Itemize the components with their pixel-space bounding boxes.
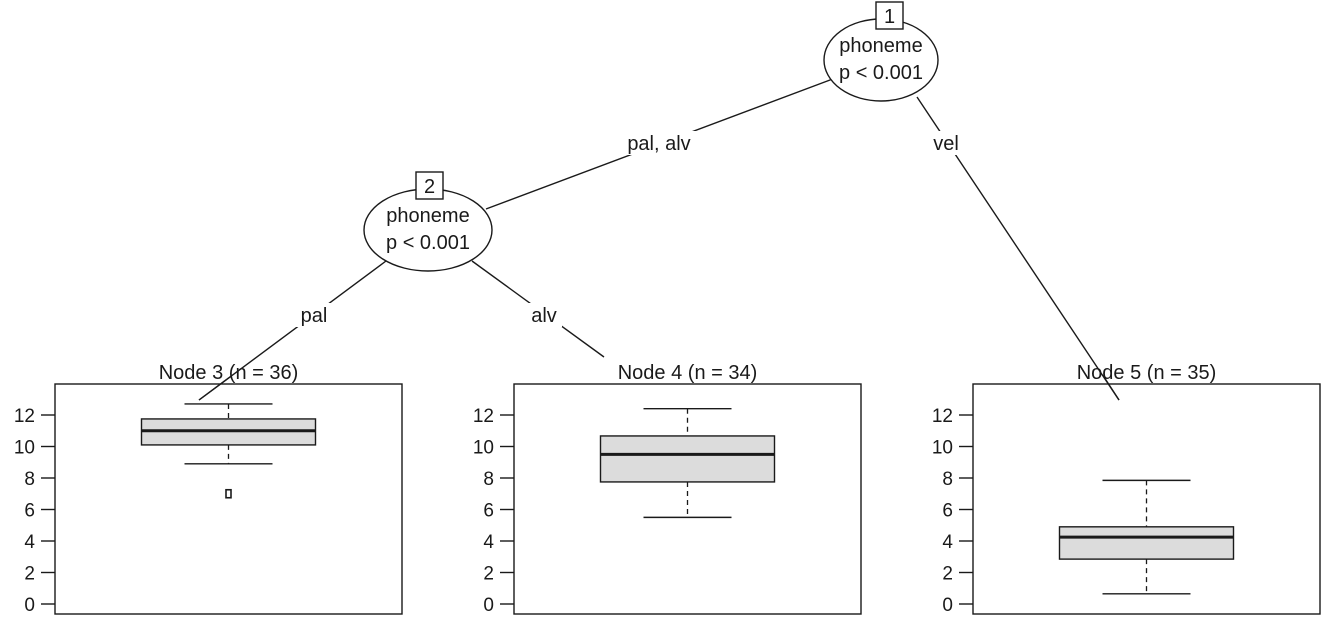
edge-label-pal: pal (301, 305, 328, 327)
y-tick-label: 10 (473, 438, 494, 459)
edge-label-vel: vel (933, 133, 959, 155)
y-tick-label: 4 (24, 532, 35, 553)
y-tick-label: 8 (942, 469, 953, 490)
terminal-node-3: Node 3 (n = 36) 0 2 4 6 8 10 12 (14, 362, 403, 616)
y-tick-label: 2 (24, 564, 35, 585)
panel-frame (513, 383, 862, 615)
node-1-pvalue: p < 0.001 (839, 62, 923, 84)
node-4-title: Node 4 (n = 34) (618, 362, 758, 384)
edge-labels: pal, alv vel pal alv (296, 131, 964, 327)
edge-label-pal-alv: pal, alv (627, 133, 690, 155)
panel-frame (54, 383, 403, 615)
panel-frame (972, 383, 1321, 615)
terminal-panels: Node 3 (n = 36) 0 2 4 6 8 10 12 Node 4 (n = 34) 0… (14, 362, 1321, 616)
y-tick-label: 4 (483, 532, 494, 553)
y-tick-label: 0 (483, 595, 494, 616)
y-tick-label: 10 (14, 438, 35, 459)
y-tick-label: 4 (942, 532, 953, 553)
edge-2-3-end (198, 376, 231, 401)
node-5-title: Node 5 (n = 35) (1077, 362, 1217, 384)
y-tick-label: 6 (483, 501, 494, 522)
y-tick-label: 10 (932, 438, 953, 459)
node-id-box-1 (875, 1, 904, 30)
terminal-node-5: Node 5 (n = 35) 0 2 4 6 8 10 12 (932, 362, 1321, 616)
node-id-box-2 (415, 171, 444, 200)
y-tick-label: 0 (24, 595, 35, 616)
node-2-pvalue: p < 0.001 (386, 232, 470, 254)
node-id-2: 2 (424, 176, 435, 198)
y-tick-label: 8 (483, 469, 494, 490)
y-tick-label: 2 (942, 564, 953, 585)
edge-label-alv: alv (531, 305, 557, 327)
iqr-box (599, 435, 776, 483)
y-tick-label: 2 (483, 564, 494, 585)
terminal-node-4: Node 4 (n = 34) 0 2 4 6 8 10 12 (473, 362, 862, 616)
edge-1-5-end (1103, 376, 1120, 401)
y-tick-label: 6 (942, 501, 953, 522)
edge-2-3 (198, 260, 387, 401)
y-tick-label: 6 (24, 501, 35, 522)
y-tick-label: 12 (932, 406, 953, 427)
y-tick-label: 12 (473, 406, 494, 427)
inner-node-1: 1 phoneme p < 0.001 (823, 1, 939, 102)
outlier-point (225, 488, 232, 499)
tree-edges (198, 76, 1120, 401)
node-1-variable: phoneme (839, 35, 922, 57)
node-id-1: 1 (884, 6, 895, 28)
node-3-title: Node 3 (n = 36) (159, 362, 299, 384)
inner-node-2: 2 phoneme p < 0.001 (363, 171, 493, 272)
y-tick-label: 8 (24, 469, 35, 490)
y-tick-label: 0 (942, 595, 953, 616)
iqr-box (1058, 526, 1235, 560)
y-tick-label: 12 (14, 406, 35, 427)
node-2-variable: phoneme (386, 205, 469, 227)
